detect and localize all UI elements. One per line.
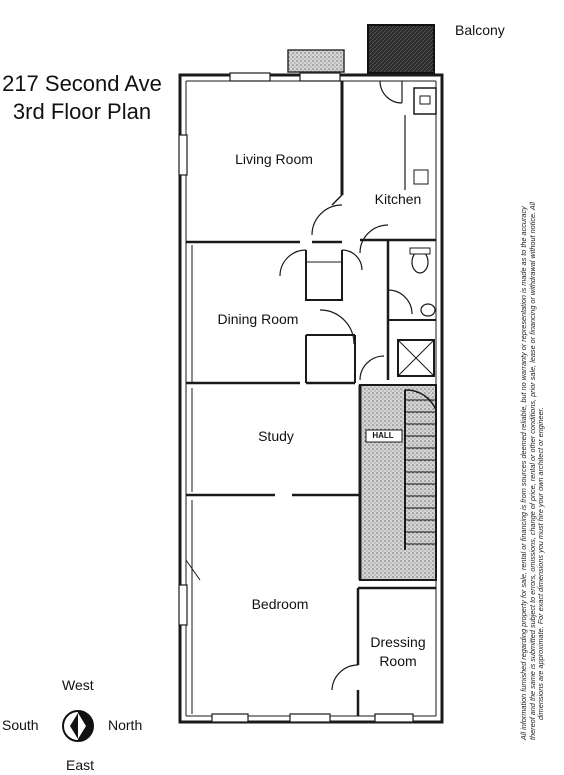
room-label-kitchen: Kitchen	[374, 191, 422, 207]
plan-title-address: 217 Second Ave	[2, 71, 162, 96]
dressing-room-line1: Dressing	[370, 634, 426, 650]
room-label-hall: HALL	[372, 431, 394, 440]
dressing-room-line2: Room	[379, 653, 417, 669]
stair-hall	[359, 384, 437, 581]
room-label-living-room: Living Room	[235, 151, 313, 167]
plan-title-floor: 3rd Floor Plan	[12, 99, 152, 124]
outer-wall	[178, 73, 444, 724]
room-label-dressing-room: Dressing Room	[366, 633, 430, 671]
disclaimer: All information furnished regarding prop…	[519, 80, 546, 740]
room-label-study: Study	[258, 428, 294, 444]
compass-south-label: South	[2, 717, 39, 733]
room-label-balcony: Balcony	[455, 22, 505, 38]
room-label-bedroom: Bedroom	[251, 596, 309, 612]
compass-icon	[62, 710, 94, 742]
plan-title: 217 Second Ave 3rd Floor Plan	[2, 70, 162, 126]
room-label-dining-room: Dining Room	[217, 311, 299, 327]
compass-east-label: East	[66, 757, 95, 773]
compass-north-label: North	[108, 717, 143, 733]
balcony-area	[367, 24, 435, 74]
roof-box	[287, 49, 345, 73]
disclaimer-line3: dimensions are approximate. For exact di…	[536, 407, 545, 720]
compass-west-label: West	[62, 677, 94, 693]
